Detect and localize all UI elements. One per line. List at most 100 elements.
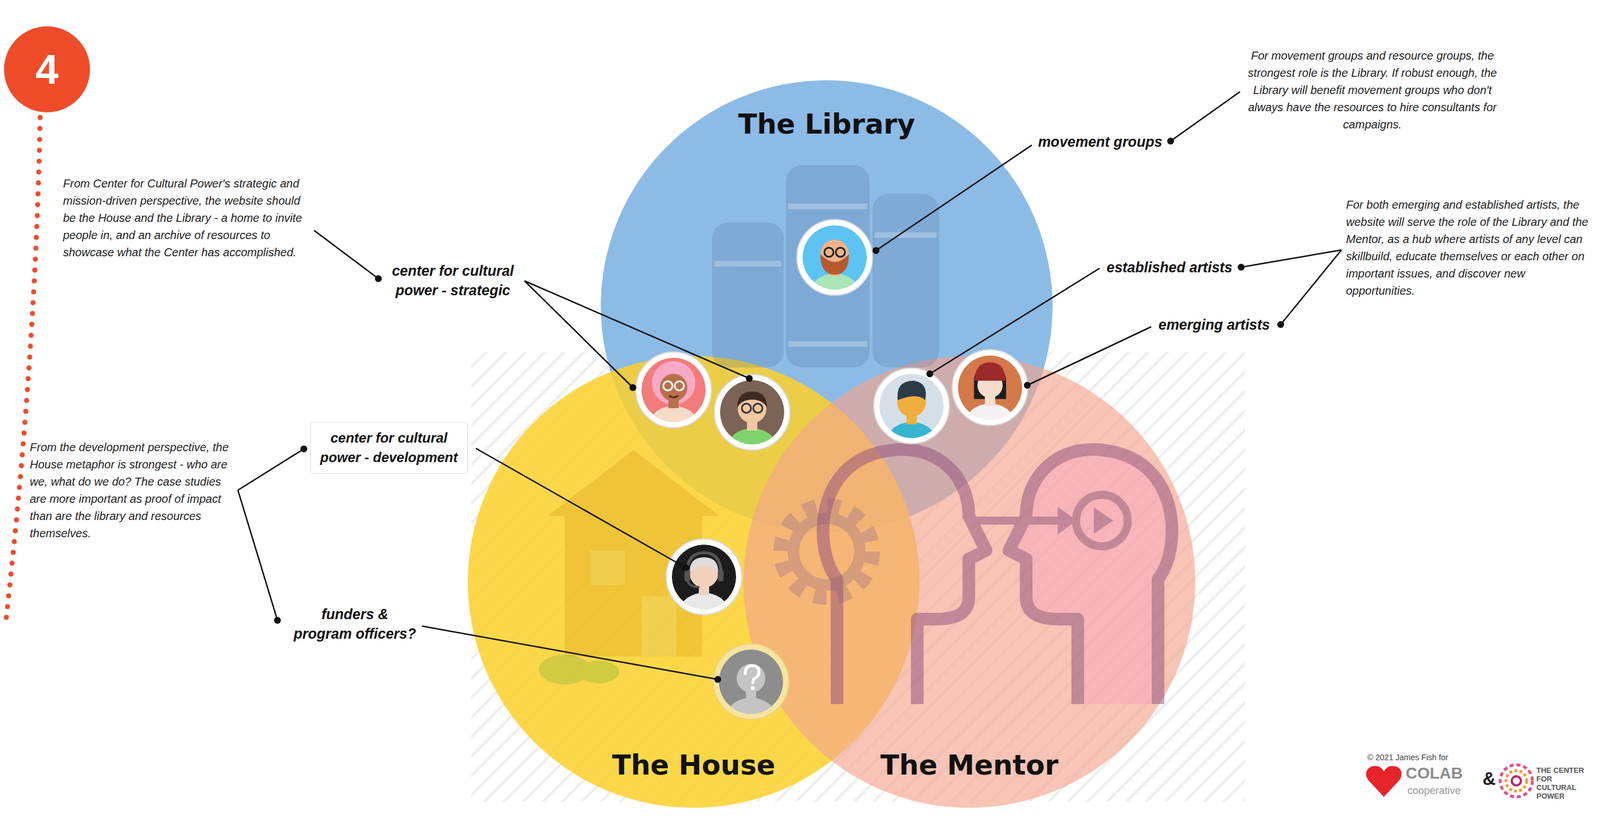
avatar	[641, 357, 706, 443]
avatar	[750, 686, 755, 691]
circle-title: The Library	[600, 107, 1054, 142]
leader-dot	[374, 275, 382, 283]
avatar	[796, 219, 873, 311]
leader-line	[475, 448, 686, 568]
avatar	[974, 362, 1006, 381]
avatar	[737, 391, 768, 408]
leader-line	[524, 280, 750, 379]
logo-text: THE CENTER FOR CULTURAL POWER	[1536, 765, 1587, 801]
books-bands	[714, 260, 782, 267]
leader-dot	[1237, 263, 1245, 271]
leader-dot	[872, 247, 880, 254]
copyright-text: © 2021 James Fish for	[1367, 752, 1449, 763]
leader-dot	[1167, 137, 1175, 145]
callout-box: center for cultural power - development	[310, 421, 468, 474]
cultural-power-logo	[1505, 770, 1527, 792]
leader-line	[421, 626, 718, 680]
leader-dot	[745, 374, 753, 382]
leader-line	[237, 490, 278, 621]
leader-dot	[682, 564, 690, 571]
house-window	[590, 550, 677, 657]
leader-dot	[629, 384, 637, 391]
mentor-head-icon	[1076, 494, 1128, 547]
avatar	[679, 592, 729, 630]
callout-label: movement groups	[1038, 132, 1163, 151]
circle-shape	[4, 26, 91, 113]
books-icon	[712, 222, 784, 368]
books-bands	[874, 232, 937, 238]
avatar	[666, 538, 742, 630]
callout-label: center for cultural power - development	[318, 428, 460, 468]
house-icon	[547, 450, 720, 516]
circle-shape	[743, 356, 1196, 808]
books-bands	[788, 341, 868, 347]
cultural-power-logo	[1500, 764, 1533, 797]
circle-title: The Mentor	[742, 748, 1196, 782]
avatar	[663, 381, 673, 391]
mentor-head-icon	[1057, 506, 1077, 535]
avatar	[686, 552, 722, 575]
callout-number: 4	[3, 44, 91, 95]
leader-line	[524, 280, 633, 388]
avatar	[713, 643, 789, 735]
avatar	[635, 351, 712, 443]
mentor-head-icon	[1008, 449, 1172, 704]
house-window	[590, 550, 625, 585]
circle-title: The House	[467, 748, 921, 782]
note-text: From the development perspective, the Ho…	[29, 438, 234, 542]
dotted-timeline	[5, 117, 41, 628]
avatar	[651, 361, 696, 405]
leader-line	[1280, 249, 1342, 325]
avatar	[965, 403, 1015, 441]
leader-line	[237, 448, 304, 491]
avatar	[669, 395, 679, 398]
avatar	[674, 381, 684, 391]
mentor-head-icon	[974, 516, 1061, 525]
avatar	[745, 665, 760, 683]
avatar	[741, 403, 751, 413]
avatar	[717, 569, 724, 582]
logo-text: cooperative	[1407, 784, 1461, 797]
callout-label: funders & program officers?	[291, 604, 418, 644]
leader-dot	[274, 616, 281, 624]
books-icon	[712, 165, 940, 368]
avatar	[649, 405, 698, 443]
step-circle: 4	[3, 25, 91, 113]
leader-line	[314, 230, 379, 279]
avatar	[802, 225, 867, 311]
avatar	[736, 663, 766, 693]
leader-dot	[300, 445, 308, 453]
avatar	[728, 428, 777, 465]
avatar	[879, 373, 944, 459]
mentor-head-icon	[823, 449, 1173, 704]
note-text: For both emerging and established artist…	[1346, 196, 1590, 300]
avatar	[753, 403, 763, 413]
leader-dot	[1023, 381, 1031, 389]
leader-line	[875, 145, 1032, 251]
mentor-head-icon	[823, 449, 987, 704]
avatar	[873, 368, 950, 459]
avatar	[810, 273, 859, 311]
note-text: For movement groups and resource groups,…	[1246, 47, 1499, 133]
leader-line	[929, 268, 1100, 374]
callout-label: center for cultural power - strategic	[384, 260, 522, 300]
leader-line	[1170, 91, 1240, 142]
avatar	[687, 580, 700, 588]
avatar	[684, 569, 691, 582]
avatar	[887, 421, 936, 459]
logo-text: COLAB	[1405, 764, 1463, 783]
mentor-head-icon	[823, 449, 987, 704]
logo-text: &	[1482, 768, 1496, 789]
colab-heart-logo	[1366, 765, 1402, 797]
callout-label: established artists	[1106, 258, 1233, 276]
books-bands	[788, 203, 868, 210]
leader-dot	[714, 675, 722, 683]
house-window	[642, 596, 677, 657]
leader-dot	[274, 137, 1285, 683]
leader-line	[1241, 249, 1342, 268]
mentor-head-icon	[1093, 507, 1114, 534]
avatar	[659, 373, 688, 402]
bush-icon	[579, 660, 620, 684]
avatar	[957, 355, 1023, 441]
